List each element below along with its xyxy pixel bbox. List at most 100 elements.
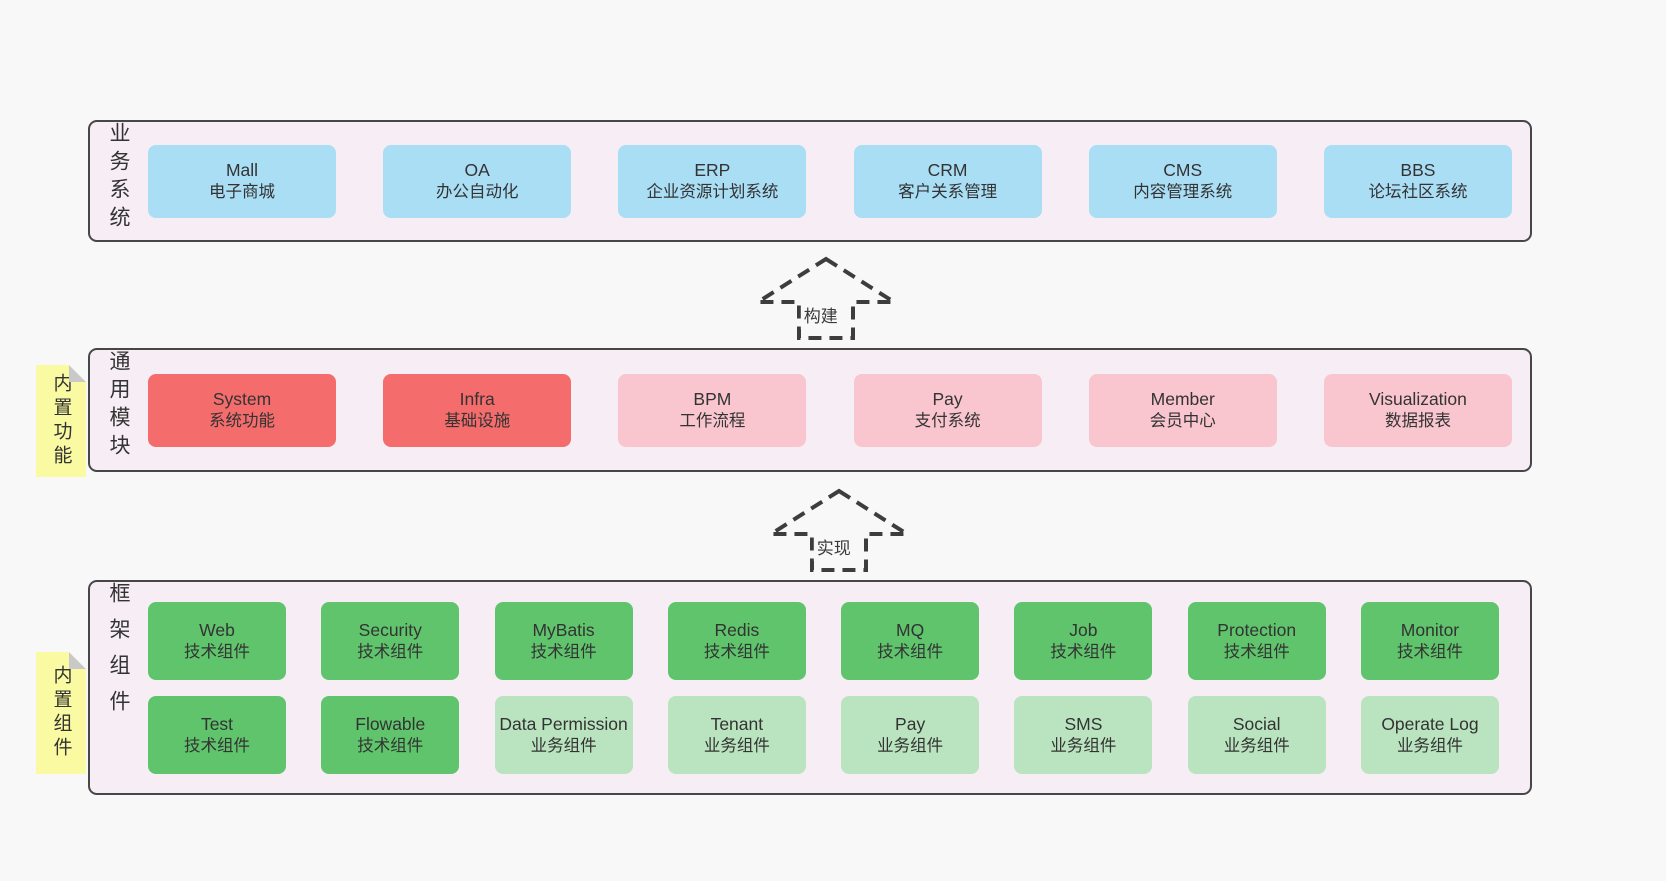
- box-title: Web: [199, 619, 235, 640]
- box-title: CMS: [1163, 159, 1203, 180]
- box-subtitle: 电子商城: [209, 182, 275, 201]
- layer-label-common-modules: 通用模块: [107, 350, 130, 462]
- implement-arrow-label: 实现: [813, 532, 854, 561]
- box-security: Security 技术组件: [321, 602, 460, 680]
- box-title: Operate Log: [1381, 713, 1479, 734]
- box-subtitle: 技术组件: [357, 736, 424, 755]
- box-title: Pay: [895, 713, 926, 734]
- box-oa: OA 办公自动化: [383, 144, 572, 218]
- box-subtitle: 业务组件: [877, 736, 944, 755]
- box-title: SMS: [1064, 713, 1103, 734]
- box-title: Redis: [714, 619, 760, 640]
- box-subtitle: 工作流程: [679, 411, 746, 430]
- box-subtitle: 论坛社区系统: [1368, 182, 1468, 201]
- box-infra: Infra 基础设施: [383, 373, 572, 447]
- box-subtitle: 技术组件: [1223, 642, 1290, 661]
- box-subtitle: 业务组件: [1396, 736, 1463, 755]
- box-mybatis: MyBatis 技术组件: [494, 602, 633, 680]
- box-redis: Redis 技术组件: [667, 602, 806, 680]
- box-mall: Mall 电子商城: [148, 144, 336, 218]
- component-rows: Web 技术组件 Security 技术组件 MyBatis 技术组件 Redi…: [148, 602, 1499, 774]
- box-flowable: Flowable 技术组件: [321, 696, 460, 774]
- box-subtitle: 技术组件: [184, 642, 250, 661]
- box-bpm: BPM 工作流程: [618, 373, 807, 447]
- box-data-permission: Data Permission 业务组件: [494, 696, 633, 774]
- build-arrow-label: 构建: [800, 300, 841, 329]
- box-test: Test 技术组件: [148, 696, 286, 774]
- box-subtitle: 支付系统: [914, 411, 981, 430]
- box-title: OA: [464, 159, 490, 180]
- box-sms: SMS 业务组件: [1014, 696, 1153, 774]
- sticky-note-built-in-components: 内置组件: [36, 652, 86, 774]
- box-job: Job 技术组件: [1014, 602, 1153, 680]
- box-bbs: BBS 论坛社区系统: [1323, 144, 1512, 218]
- box-visualization: Visualization 数据报表: [1323, 373, 1512, 447]
- box-title: Test: [200, 713, 234, 734]
- layer-label-business-systems: 业务系统: [107, 122, 130, 234]
- box-title: Member: [1150, 388, 1215, 409]
- component-box-row-1: Web 技术组件 Security 技术组件 MyBatis 技术组件 Redi…: [148, 602, 1499, 680]
- component-box-row-2: Test 技术组件 Flowable 技术组件 Data Permission …: [148, 696, 1499, 774]
- box-title: Tenant: [710, 713, 764, 734]
- layer-business-systems: 业务系统 Mall 电子商城 OA 办公自动化 ERP 企业资源计划系统 CRM…: [88, 120, 1532, 242]
- box-subtitle: 会员中心: [1149, 411, 1216, 430]
- box-mq: MQ 技术组件: [841, 602, 980, 680]
- box-title: CRM: [927, 159, 968, 180]
- box-title: MyBatis: [532, 619, 595, 640]
- box-title: Visualization: [1368, 388, 1467, 409]
- box-subtitle: 技术组件: [184, 736, 250, 755]
- layer-common-modules: 通用模块 System 系统功能 Infra 基础设施 BPM 工作流程 Pay…: [88, 348, 1532, 472]
- box-web: Web 技术组件: [148, 602, 286, 680]
- box-subtitle: 技术组件: [1050, 642, 1117, 661]
- box-subtitle: 业务组件: [703, 736, 770, 755]
- folded-corner: [69, 652, 86, 669]
- box-system: System 系统功能: [148, 373, 336, 447]
- implement-arrow: 实现: [768, 488, 910, 574]
- box-title: System: [212, 388, 272, 409]
- box-title: BPM: [693, 388, 732, 409]
- box-cms: CMS 内容管理系统: [1088, 144, 1277, 218]
- box-subtitle: 技术组件: [1396, 642, 1463, 661]
- box-subtitle: 数据报表: [1384, 411, 1451, 430]
- box-subtitle: 业务组件: [1223, 736, 1290, 755]
- box-title: BBS: [1400, 159, 1436, 180]
- layer-framework-components: 框架组件 Web 技术组件 Security 技术组件 MyBatis 技术组件…: [88, 580, 1532, 795]
- box-erp: ERP 企业资源计划系统: [618, 144, 807, 218]
- box-subtitle: 客户关系管理: [898, 182, 998, 201]
- box-title: Protection: [1217, 619, 1297, 640]
- box-title: Infra: [459, 388, 495, 409]
- box-subtitle: 业务组件: [530, 736, 597, 755]
- box-social: Social 业务组件: [1187, 696, 1326, 774]
- box-pay-module: Pay 支付系统: [853, 373, 1042, 447]
- box-title: Flowable: [355, 713, 426, 734]
- box-crm: CRM 客户关系管理: [853, 144, 1042, 218]
- sticky-note-text: 内置功能: [50, 373, 72, 469]
- box-title: Job: [1069, 619, 1098, 640]
- box-title: Social: [1232, 713, 1281, 734]
- box-subtitle: 系统功能: [209, 411, 275, 430]
- box-pay-component: Pay 业务组件: [841, 696, 980, 774]
- dashed-up-arrow-icon: [755, 256, 897, 340]
- box-title: Monitor: [1400, 619, 1460, 640]
- box-tenant: Tenant 业务组件: [667, 696, 806, 774]
- sticky-note-built-in-features: 内置功能: [36, 365, 86, 477]
- box-title: Security: [358, 619, 422, 640]
- box-subtitle: 技术组件: [530, 642, 597, 661]
- box-subtitle: 技术组件: [703, 642, 770, 661]
- box-subtitle: 技术组件: [357, 642, 424, 661]
- dashed-up-arrow-icon: [768, 488, 910, 572]
- box-subtitle: 企业资源计划系统: [646, 182, 779, 201]
- folded-corner: [69, 365, 86, 382]
- sticky-note-text: 内置组件: [50, 665, 72, 761]
- box-title: ERP: [694, 159, 731, 180]
- box-title: MQ: [896, 619, 925, 640]
- box-title: Pay: [932, 388, 963, 409]
- box-member: Member 会员中心: [1088, 373, 1277, 447]
- business-box-row: Mall 电子商城 OA 办公自动化 ERP 企业资源计划系统 CRM 客户关系…: [148, 122, 1512, 240]
- box-subtitle: 业务组件: [1050, 736, 1117, 755]
- box-title: Mall: [225, 159, 259, 180]
- box-operate-log: Operate Log 业务组件: [1360, 696, 1499, 774]
- box-subtitle: 办公自动化: [435, 182, 519, 201]
- box-subtitle: 基础设施: [444, 411, 511, 430]
- layer-label-framework-components: 框架组件: [107, 582, 130, 726]
